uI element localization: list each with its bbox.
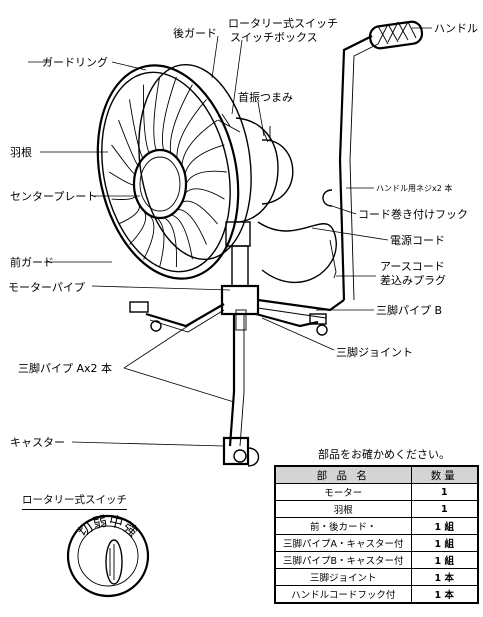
part-name: ハンドルコードフック付 [274, 585, 412, 604]
rotary-switch-title: ロータリー式スイッチ [22, 492, 127, 510]
label-earth-cord: アースコード [380, 260, 445, 273]
label-tripod-joint: 三脚ジョイント [336, 345, 413, 359]
header-quantity: 数量 [410, 465, 479, 484]
fan-guard-drawing [96, 63, 252, 280]
leader-lines [28, 27, 432, 447]
part-name: モーター [274, 483, 412, 501]
guard-spoke [181, 200, 218, 225]
guard-spoke [184, 144, 225, 175]
guard-spoke [170, 214, 193, 260]
part-name: 三脚パイプA・キャスター付 [274, 534, 412, 552]
motor-drawing [217, 113, 294, 247]
label-front-guard: 前ガード [10, 255, 54, 269]
guard-spoke [129, 209, 147, 245]
guard-spoke [163, 217, 177, 268]
part-name: 前・後カード・ [274, 517, 412, 535]
table-row: 前・後カード・1 組 [274, 517, 479, 535]
label-plug: 差込みプラグ [380, 273, 446, 287]
part-qty: 1 組 [410, 517, 479, 535]
callout-labels: 後ガード ロータリー式スイッチ スイッチボックス ハンドル ガードリング 首振つ… [8, 17, 478, 449]
parts-caption: 部品をお確かめください。 [318, 448, 450, 461]
guard-spoke [176, 99, 207, 159]
guard-spoke [129, 99, 144, 159]
label-guard-ring: ガードリング [42, 55, 108, 69]
label-rotary-switch: ロータリー式スイッチ [228, 17, 338, 30]
part-qty: 1 [410, 500, 479, 518]
guard-spoke [156, 217, 165, 268]
label-cord-hook: コード巻き付けフック [358, 208, 468, 221]
label-handle-screw: ハンドル用ネジx2 本 [376, 183, 452, 193]
part-qty: 1 組 [410, 551, 479, 569]
guard-spoke [118, 202, 140, 225]
guard-spoke [169, 84, 193, 154]
label-tripod-pipe-b: 三脚パイプ B [376, 303, 442, 317]
label-tripod-pipe-a: 三脚パイプ Ax2 本 [18, 361, 112, 375]
label-caster: キャスター [10, 436, 65, 449]
guard-spoke [153, 76, 161, 151]
guard-spoke [162, 76, 177, 151]
label-power-cord: 電源コード [390, 233, 445, 247]
part-qty: 1 本 [410, 568, 479, 586]
part-name: 三脚ジョイント [274, 568, 412, 586]
guard-spoke [118, 119, 139, 166]
rotary-switch-dial: 切弱中強 [66, 514, 150, 598]
part-name: 羽根 [274, 500, 412, 518]
guard-spoke [111, 144, 136, 175]
stand-drawing [129, 245, 345, 467]
guard-spoke [184, 188, 225, 200]
header-part-name: 部 品 名 [274, 465, 412, 484]
part-qty: 1 [410, 483, 479, 501]
part-qty: 1 本 [410, 585, 479, 604]
parts-table-header: 部 品 名 数量 [274, 465, 479, 484]
part-qty: 1 組 [410, 534, 479, 552]
guard-spoke [111, 193, 136, 200]
guard-spoke [108, 171, 135, 186]
label-center-plate: センタープレート [10, 190, 97, 203]
label-handle: ハンドル [434, 22, 478, 35]
guard-spoke [185, 170, 227, 185]
label-oscillation-knob: 首振つまみ [238, 90, 293, 104]
part-name: 三脚パイプB・キャスター付 [274, 551, 412, 569]
guard-spoke [143, 84, 150, 154]
label-motor-pipe: モーターパイプ [8, 281, 85, 294]
guard-spoke [181, 119, 218, 166]
label-back-guard: 後ガード [173, 26, 217, 40]
dial-mode-labels: 切弱中強 [76, 514, 141, 541]
handle-drawing [257, 20, 424, 301]
guard-spoke [176, 209, 207, 245]
label-switch-box: スイッチボックス [230, 31, 318, 44]
label-blade: 羽根 [10, 145, 32, 159]
